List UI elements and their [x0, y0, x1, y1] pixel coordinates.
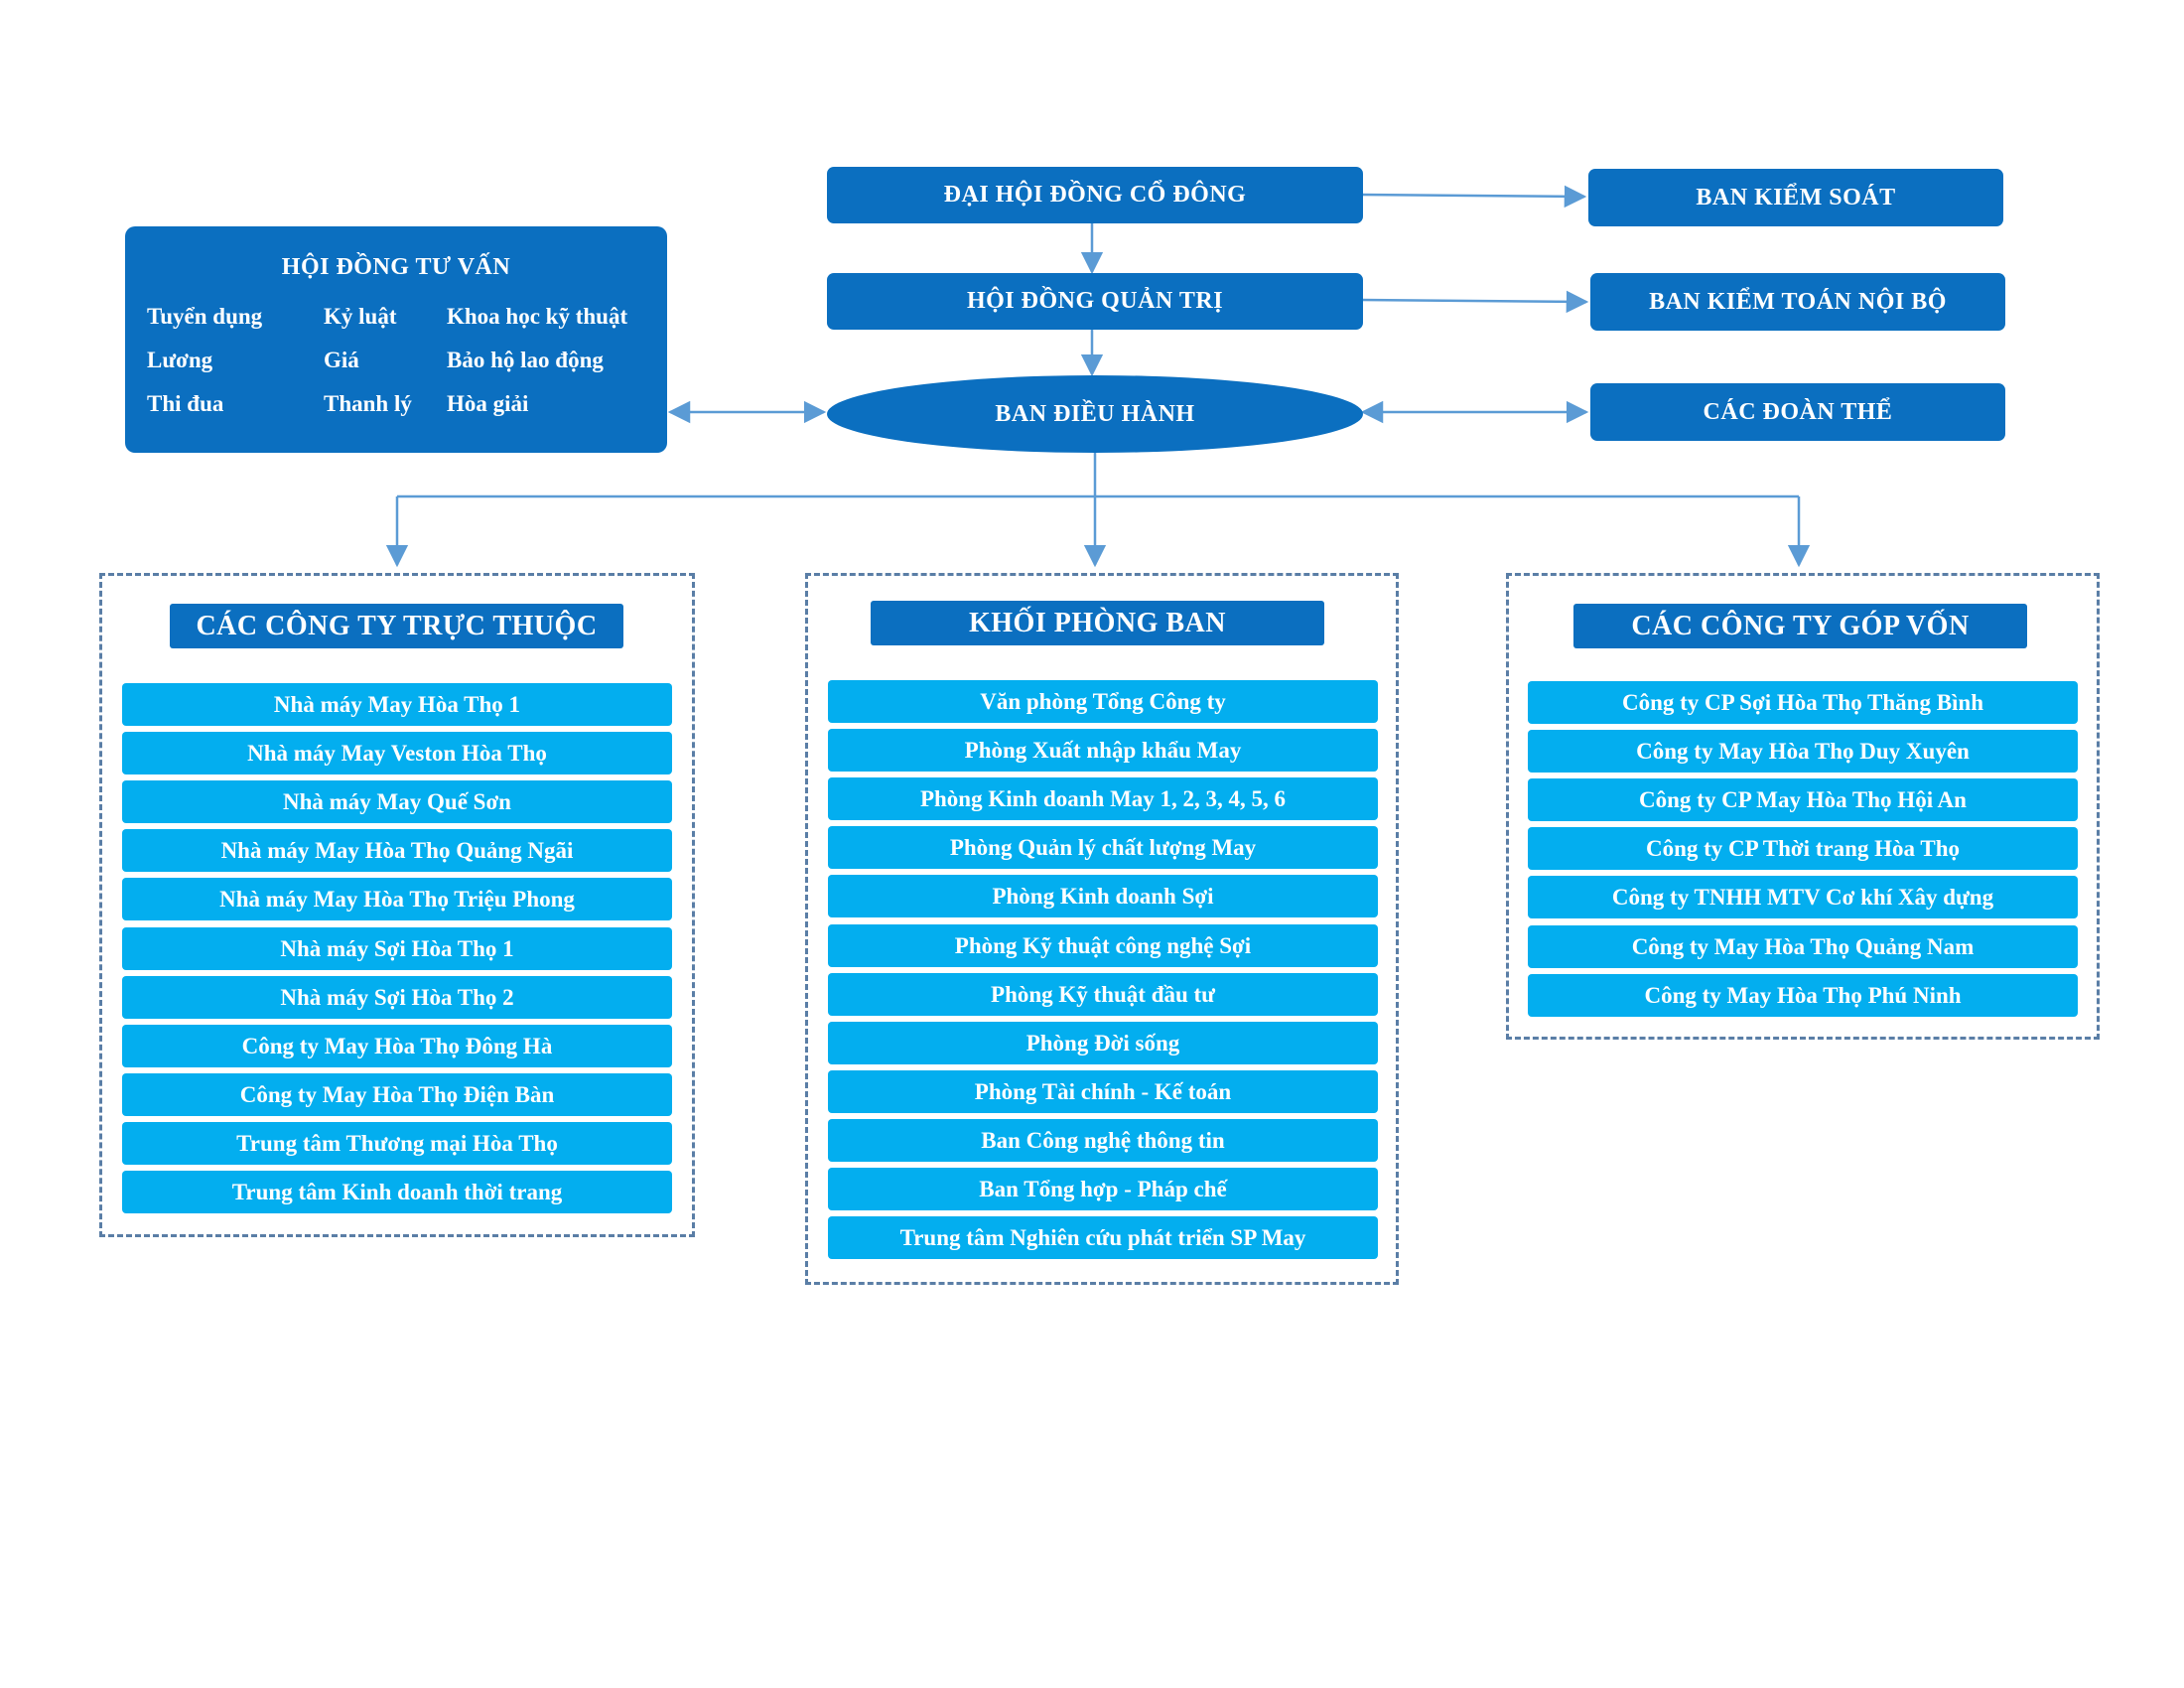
list-item: Nhà máy May Veston Hòa Thọ [122, 732, 672, 774]
advisory-item: Giá [324, 348, 359, 372]
list-item: Phòng Kinh doanh May 1, 2, 3, 4, 5, 6 [828, 777, 1378, 820]
list-item: Công ty CP Thời trang Hòa Thọ [1528, 827, 2078, 870]
list-item: Phòng Tài chính - Kế toán [828, 1070, 1378, 1113]
list-item: Công ty CP May Hòa Thọ Hội An [1528, 778, 2078, 821]
list-item: Ban Tổng hợp - Pháp chế [828, 1168, 1378, 1210]
dai-hoi-dong-co-dong-box: ĐẠI HỘI ĐỒNG CỔ ĐÔNG [827, 167, 1363, 223]
advisory-item: Khoa học kỹ thuật [447, 304, 628, 329]
arrow-daihoi-to-bankiemsoat [1359, 185, 1587, 209]
list-item: Nhà máy May Hòa Thọ 1 [122, 683, 672, 726]
list-item: Phòng Kỹ thuật đầu tư [828, 973, 1378, 1016]
advisory-item: Tuyển dụng [147, 304, 263, 329]
list-item: Công ty May Hòa Thọ Điện Bàn [122, 1073, 672, 1116]
list-item: Phòng Xuất nhập khẩu May [828, 729, 1378, 772]
list-item: Công ty May Hòa Thọ Phú Ninh [1528, 974, 2078, 1017]
list-item: Ban Công nghệ thông tin [828, 1119, 1378, 1162]
list-item: Phòng Kỹ thuật công nghệ Sợi [828, 924, 1378, 967]
ban-kiem-toan-noi-bo-box: BAN KIỂM TOÁN NỘI BỘ [1590, 273, 2005, 331]
advisory-item: Hòa giải [447, 391, 529, 416]
list-item: Công ty CP Sợi Hòa Thọ Thăng Bình [1528, 681, 2078, 724]
affiliates-title: CÁC CÔNG TY GÓP VỐN [1573, 604, 2027, 648]
departments-title: KHỐI PHÒNG BAN [871, 601, 1324, 645]
advisory-item: Kỷ luật [324, 304, 397, 329]
advisory-item: Lương [147, 348, 213, 372]
list-item: Nhà máy May Quế Sơn [122, 780, 672, 823]
list-item: Văn phòng Tổng Công ty [828, 680, 1378, 723]
arrow-hdqt-to-bankiemtoan [1359, 290, 1589, 314]
list-item: Trung tâm Kinh doanh thời trang [122, 1171, 672, 1213]
list-item: Phòng Kinh doanh Sợi [828, 875, 1378, 917]
advisory-item: Thanh lý [324, 391, 412, 416]
list-item: Nhà máy May Hòa Thọ Quảng Ngãi [122, 829, 672, 872]
advisory-item: Thi đua [147, 391, 224, 416]
list-item: Nhà máy May Hòa Thọ Triệu Phong [122, 878, 672, 920]
ban-kiem-soat-box: BAN KIỂM SOÁT [1588, 169, 2003, 226]
list-item: Công ty May Hòa Thọ Duy Xuyên [1528, 730, 2078, 773]
list-item: Nhà máy Sợi Hòa Thọ 2 [122, 976, 672, 1019]
list-item: Công ty TNHH MTV Cơ khí Xây dựng [1528, 876, 2078, 918]
list-item: Công ty May Hòa Thọ Đông Hà [122, 1025, 672, 1067]
cac-doan-the-box: CÁC ĐOÀN THỂ [1590, 383, 2005, 441]
list-item: Trung tâm Nghiên cứu phát triển SP May [828, 1216, 1378, 1259]
hoi-dong-quan-tri-box: HỘI ĐỒNG QUẢN TRỊ [827, 273, 1363, 330]
list-item: Phòng Đời sống [828, 1022, 1378, 1064]
hoi-dong-tu-van-title: HỘI ĐỒNG TƯ VẤN [281, 254, 511, 280]
ban-dieu-hanh-ellipse: BAN ĐIỀU HÀNH [827, 375, 1363, 453]
list-item: Trung tâm Thương mại Hòa Thọ [122, 1122, 672, 1165]
advisory-item: Bảo hộ lao động [447, 348, 604, 372]
subsidiaries-title: CÁC CÔNG TY TRỰC THUỘC [170, 604, 623, 648]
list-item: Công ty May Hòa Thọ Quảng Nam [1528, 925, 2078, 968]
list-item: Phòng Quản lý chất lượng May [828, 826, 1378, 869]
hoi-dong-tu-van-box: HỘI ĐỒNG TƯ VẤN Tuyển dụng Lương Thi đua… [125, 226, 667, 453]
list-item: Nhà máy Sợi Hòa Thọ 1 [122, 927, 672, 970]
